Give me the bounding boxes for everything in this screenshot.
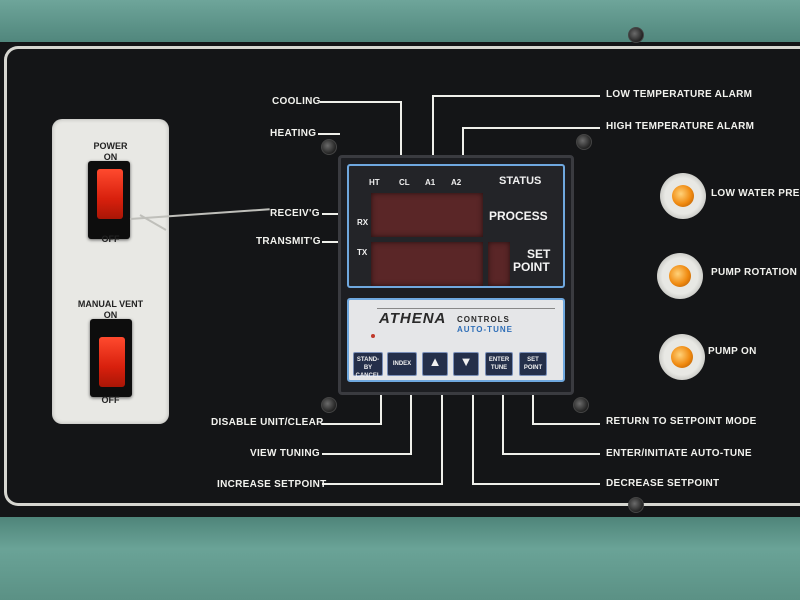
power-switch[interactable] — [88, 161, 130, 239]
leader-line — [322, 423, 382, 425]
rocker-button — [99, 337, 125, 387]
led-indicator — [371, 334, 375, 338]
screw-icon — [321, 139, 337, 155]
indicator-ht: HT — [369, 178, 380, 187]
key-label: CANCEL — [355, 373, 381, 379]
screw-icon — [628, 27, 644, 43]
key-label: STAND-BY — [356, 357, 380, 371]
vent-switch-off-label: OFF — [101, 395, 120, 405]
screw-icon — [321, 397, 337, 413]
decrease-setpoint-label: DECREASE SETPOINT — [606, 478, 720, 489]
leader-line — [432, 95, 600, 97]
key-label: POINT — [523, 365, 543, 371]
pump-rotation-label: PUMP ROTATION — [711, 267, 798, 278]
equipment-frame-top — [0, 0, 800, 44]
leader-line — [400, 101, 402, 157]
power-switch-off-label: OFF — [101, 234, 120, 244]
point-label: POINT — [513, 260, 550, 274]
key-label: TUNE — [490, 365, 508, 371]
low-temperature-alarm-label: LOW TEMPERATURE ALARM — [606, 89, 753, 100]
indicator-a1: A1 — [425, 178, 436, 187]
rx-label: RX — [357, 218, 369, 227]
tx-label: TX — [357, 248, 368, 257]
arrow-up-icon: ▲ — [428, 354, 442, 369]
low-water-lamp — [660, 173, 706, 219]
rocker-button — [97, 169, 123, 219]
leader-line — [472, 483, 600, 485]
screw-icon — [576, 134, 592, 150]
key-label: INDEX — [392, 361, 412, 367]
panel-border — [4, 46, 800, 506]
low-water-label: LOW WATER PRE — [711, 188, 800, 199]
setpoint-digit-extra — [488, 242, 510, 286]
set-label: SET — [527, 247, 551, 261]
leader-line — [432, 95, 434, 157]
controller-display: HT CL A1 A2 STATUS RX TX PROCESS SET POI… — [347, 164, 565, 288]
leader-line — [502, 395, 504, 455]
power-switch-on-label: ON — [103, 152, 118, 162]
leader-line — [462, 127, 464, 157]
leader-line — [322, 213, 340, 215]
indicator-cl: CL — [399, 178, 410, 187]
leader-line — [380, 395, 382, 425]
leader-line — [502, 453, 600, 455]
autotune-label: AUTO-TUNE — [457, 325, 513, 334]
leader-line — [441, 395, 443, 485]
leader-line — [472, 395, 474, 485]
return-setpoint-label: RETURN TO SETPOINT MODE — [606, 416, 757, 427]
view-tuning-label: VIEW TUNING — [250, 448, 320, 459]
pump-rotation-lamp — [657, 253, 703, 299]
leader-line — [322, 453, 412, 455]
equipment-frame-bottom — [0, 515, 800, 600]
enter-autotune-label: ENTER/INITIATE AUTO-TUNE — [606, 448, 752, 459]
leader-line — [322, 483, 443, 485]
controller-keypad: ATHENA CONTROLS AUTO-TUNE STAND-BY CANCE… — [347, 298, 565, 382]
arrow-down-icon: ▼ — [459, 354, 473, 369]
up-arrow-button[interactable]: ▲ — [422, 352, 448, 376]
athena-controller: HT CL A1 A2 STATUS RX TX PROCESS SET POI… — [338, 155, 574, 395]
power-switch-title: POWER — [93, 141, 128, 151]
receiving-label: RECEIV'G — [270, 208, 320, 219]
indicator-a2: A2 — [451, 178, 462, 187]
key-label: SET — [527, 357, 539, 363]
heating-label: HEATING — [270, 128, 317, 139]
manual-vent-switch[interactable] — [90, 319, 132, 397]
process-digits — [371, 193, 483, 237]
brand-sub: CONTROLS — [457, 315, 510, 324]
standby-cancel-button[interactable]: STAND-BY CANCEL — [353, 352, 383, 379]
cooling-label: COOLING — [272, 96, 321, 107]
leader-line — [322, 241, 340, 243]
leader-line — [532, 423, 600, 425]
brand-logo: ATHENA — [379, 310, 447, 327]
setpoint-digits — [371, 242, 483, 286]
pump-on-label: PUMP ON — [708, 346, 757, 357]
set-point-button[interactable]: SET POINT — [519, 352, 547, 376]
screw-icon — [628, 497, 644, 513]
vent-switch-title: MANUAL VENT — [77, 299, 144, 309]
lamp-icon — [671, 346, 693, 368]
enter-tune-button[interactable]: ENTER TUNE — [485, 352, 513, 376]
screw-icon — [573, 397, 589, 413]
leader-line — [462, 127, 600, 129]
pump-on-lamp — [659, 334, 705, 380]
lamp-icon — [669, 265, 691, 287]
lamp-icon — [672, 185, 694, 207]
disable-unit-label: DISABLE UNIT/CLEAR — [211, 417, 324, 428]
increase-setpoint-label: INCREASE SETPOINT — [217, 479, 327, 490]
divider — [377, 308, 555, 309]
key-label: ENTER — [488, 357, 510, 363]
leader-line — [318, 133, 340, 135]
vent-switch-on-label: ON — [103, 310, 118, 320]
process-label: PROCESS — [489, 209, 548, 223]
down-arrow-button[interactable]: ▼ — [453, 352, 479, 376]
leader-line — [532, 395, 534, 425]
high-temperature-alarm-label: HIGH TEMPERATURE ALARM — [606, 121, 755, 132]
index-button[interactable]: INDEX — [387, 352, 417, 376]
status-label: STATUS — [499, 175, 542, 187]
switch-plate: POWER ON OFF MANUAL VENT ON OFF — [52, 119, 169, 424]
transmitting-label: TRANSMIT'G — [256, 236, 321, 247]
leader-line — [320, 101, 402, 103]
leader-line — [410, 395, 412, 455]
